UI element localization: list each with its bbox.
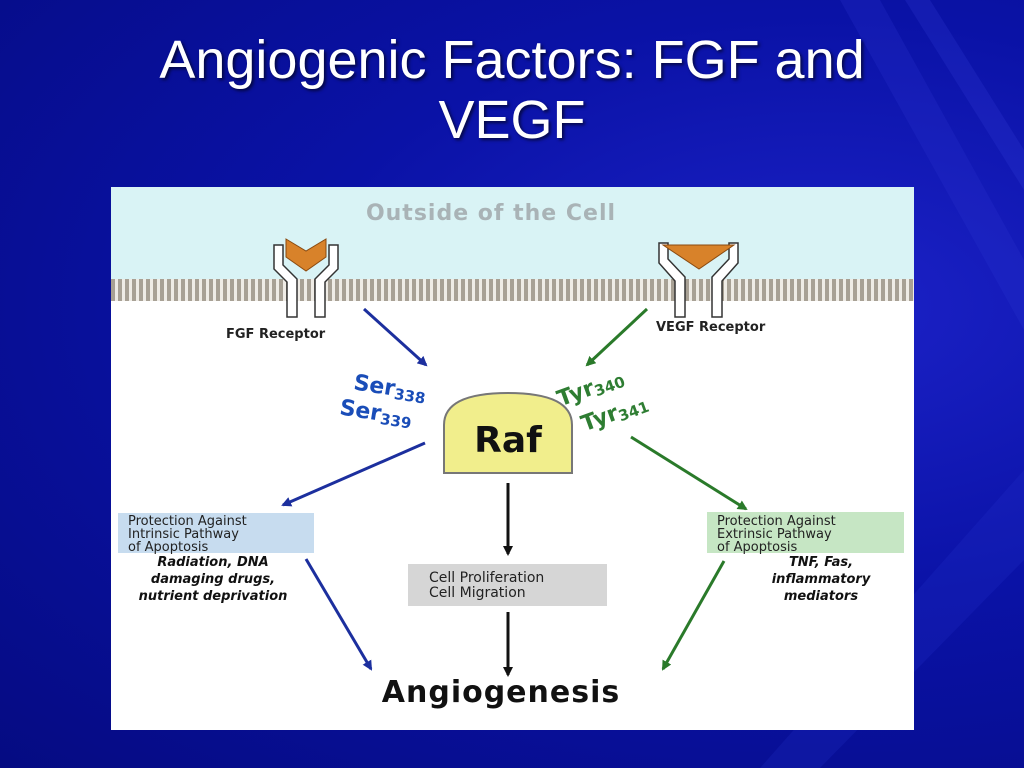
vegf-ligand (661, 244, 736, 270)
arrow-vegf-to-raf (585, 307, 649, 367)
slide-title-line-2: VEGF (438, 90, 586, 150)
arrow-raf-to-intrinsic (281, 441, 426, 507)
fgf-receptor-label: FGF Receptor (226, 327, 326, 342)
intrinsic-box-line-2: Intrinsic Pathway (128, 527, 239, 542)
ser-site-2-number: 339 (378, 409, 413, 433)
ser-site-1-number: 338 (392, 384, 427, 408)
extrinsic-box-line-3: of Apoptosis (717, 540, 798, 555)
fgf-receptor-shape (273, 238, 339, 318)
intrinsic-cause-3: nutrient deprivation (138, 589, 288, 604)
intrinsic-cause-2: damaging drugs, (150, 572, 276, 587)
intrinsic-box-line-3: of Apoptosis (128, 540, 209, 555)
diagram-panel: Outside of the Cell FGF Receptor VEGF Re… (111, 187, 914, 730)
proliferation-line-1: Cell Proliferation (429, 570, 545, 586)
arrow-raf-to-extrinsic (630, 435, 748, 511)
diagram-graphics (111, 187, 914, 677)
proliferation-box (408, 564, 607, 606)
arrow-fgf-to-raf (362, 307, 428, 367)
slide-title-line-1: Angiogenic Factors: FGF and (159, 30, 865, 90)
proliferation-line-2: Cell Migration (429, 585, 526, 601)
extrinsic-box-line-2: Extrinsic Pathway (717, 527, 832, 542)
angiogenesis-label: Angiogenesis (381, 675, 621, 710)
intrinsic-box-text: Protection Against Intrinsic Pathway of … (128, 515, 247, 554)
extrinsic-cause-2: inflammatory (771, 572, 871, 587)
outside-cell-label: Outside of the Cell (365, 201, 617, 226)
extrinsic-cause-1: TNF, Fas, (788, 555, 854, 570)
ser-site-2-name: Ser (337, 395, 383, 427)
extrinsic-box-text: Protection Against Extrinsic Pathway of … (717, 515, 836, 554)
proliferation-box-text: Cell Proliferation Cell Migration (429, 571, 544, 601)
vegf-receptor-shape (658, 242, 739, 318)
arrow-intrinsic-to-angiogenesis (304, 558, 373, 671)
extrinsic-box (707, 512, 904, 553)
raf-shape (443, 391, 573, 474)
intrinsic-causes: Radiation, DNA damaging drugs, nutrient … (113, 554, 313, 605)
arrow-extrinsic-to-angiogenesis (661, 560, 726, 671)
extracellular-region (111, 187, 914, 279)
intrinsic-cause-1: Radiation, DNA (157, 555, 269, 570)
slide-title: Angiogenic Factors: FGF and VEGF (0, 30, 1024, 150)
intrinsic-box (118, 513, 314, 553)
extrinsic-cause-3: mediators (783, 589, 859, 604)
cell-membrane (111, 279, 914, 301)
extrinsic-box-line-1: Protection Against (717, 514, 836, 529)
fgf-ligand (285, 238, 327, 272)
vegf-receptor-label: VEGF Receptor (656, 320, 766, 335)
ser-site-1-name: Ser (351, 370, 397, 402)
intrinsic-box-line-1: Protection Against (128, 514, 247, 529)
extrinsic-causes: TNF, Fas, inflammatory mediators (731, 554, 911, 605)
raf-label: Raf (474, 420, 542, 461)
